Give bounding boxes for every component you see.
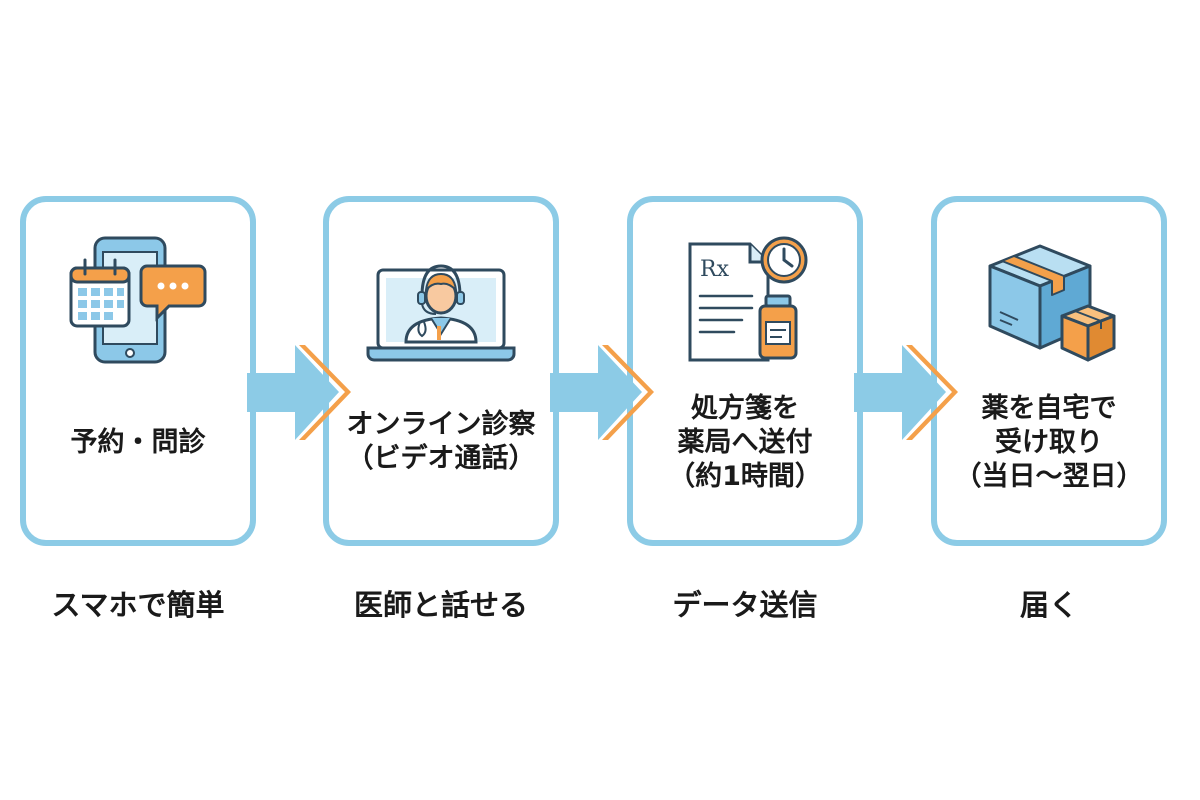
- step-card-4: 薬を自宅で 受け取り （当日〜翌日）: [931, 196, 1167, 546]
- step-card-3: Rx 処方箋を 薬局へ送付 （約1時間）: [627, 196, 863, 546]
- step-card-2: オンライン診察 （ビデオ通話）: [323, 196, 559, 546]
- step-1-caption: スマホで簡単: [51, 588, 225, 622]
- step-4-caption: 届く: [1019, 588, 1078, 622]
- step-3-caption: データ送信: [672, 588, 818, 622]
- step-2-title: オンライン診察 （ビデオ通話）: [346, 409, 536, 474]
- smartphone-calendar-chat-icon: [69, 236, 207, 364]
- flow-arrow-1: [247, 345, 351, 440]
- step-2-caption: 医師と話せる: [353, 588, 528, 622]
- flow-arrow-2: [550, 345, 654, 440]
- prescription-clock-medicine-icon: Rx: [688, 236, 808, 362]
- step-3-title: 処方箋を 薬局へ送付 （約1時間）: [668, 393, 822, 492]
- step-4-title: 薬を自宅で 受け取り （当日〜翌日）: [954, 393, 1144, 492]
- step-card-1: 予約・問診: [20, 196, 256, 546]
- doctor-video-call-icon: [366, 264, 516, 362]
- rx-label: Rx: [700, 257, 730, 282]
- delivery-boxes-icon: [988, 244, 1116, 362]
- flow-arrow-3: [854, 345, 958, 440]
- step-1-title: 予約・問診: [70, 427, 206, 458]
